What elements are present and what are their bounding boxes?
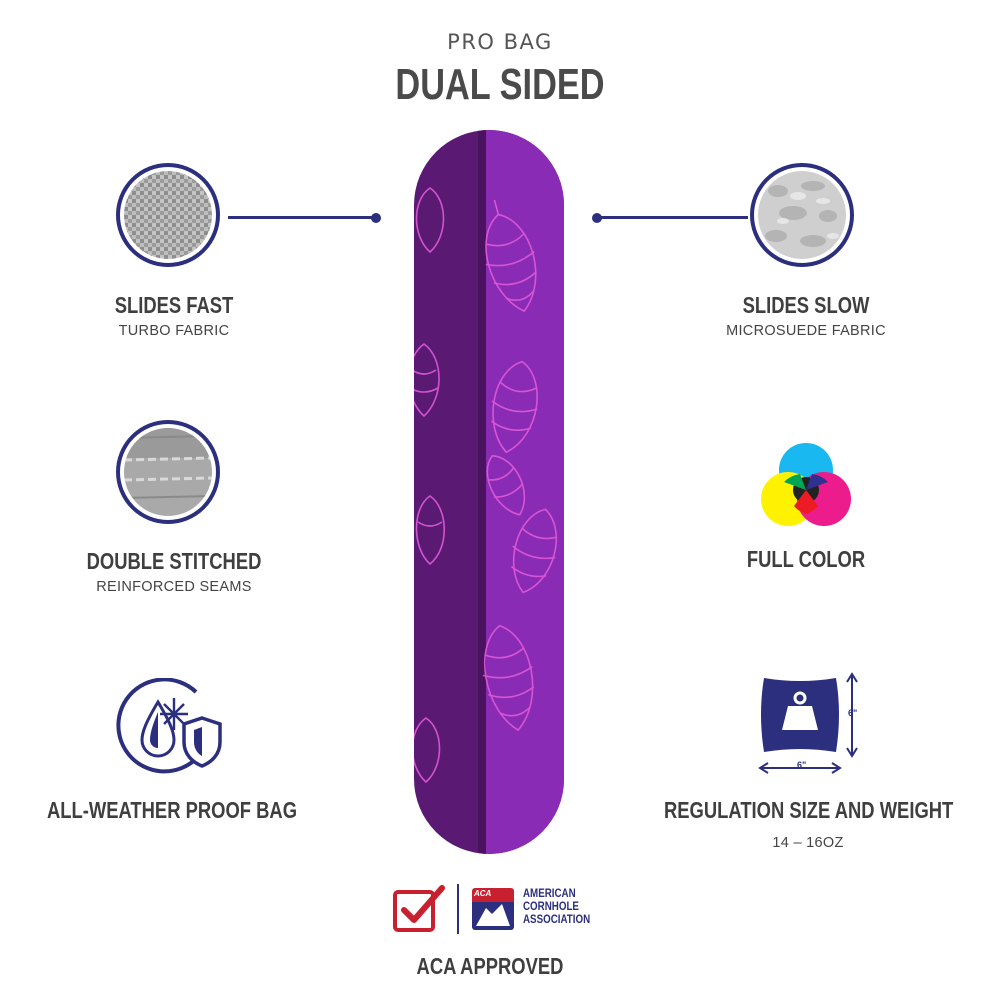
left-connector-line [228,216,376,219]
aca-approved-caption: ACA APPROVED [416,953,564,979]
right-connector-line [598,216,748,219]
divider [457,884,459,934]
feature-subtitle-weight: 14 – 16OZ [772,835,844,851]
feature-title-full-color: FULL COLOR [746,546,866,572]
microsuede-fabric-icon [750,163,854,267]
feature-title-all-weather: ALL-WEATHER PROOF BAG [46,797,298,823]
left-connector-dot [371,213,381,223]
width-dimension-label: 6" [797,760,807,770]
feature-subtitle-microsuede-fabric: MICROSUEDE FABRIC [726,323,886,339]
page-title: DUAL SIDED [395,60,605,109]
aca-org-name: AMERICAN CORNHOLE ASSOCIATION [523,888,590,927]
aca-org-line-2: CORNHOLE [523,901,579,913]
feature-subtitle-turbo-fabric: TURBO FABRIC [118,323,230,339]
aca-badge-text: ACA [474,889,492,898]
aca-logo [472,888,514,930]
feature-title-slides-fast: SLIDES FAST [114,292,234,318]
feature-title-regulation: REGULATION SIZE AND WEIGHT [664,797,954,823]
color-wheel-icon [760,442,852,533]
aca-org-line-3: ASSOCIATION [523,914,591,926]
feature-title-slides-slow: SLIDES SLOW [742,292,870,318]
right-connector-dot [592,213,602,223]
product-bag-image [410,128,568,856]
weather-shield-icon [116,677,226,783]
stitched-seam-icon [116,420,220,524]
height-dimension-label: 6" [848,708,858,718]
feature-title-double-stitched: DOUBLE STITCHED [86,548,262,574]
bag-weight-icon [758,672,868,783]
turbo-fabric-icon [116,163,220,267]
header-eyebrow: PRO BAG [447,30,553,54]
checkmark-icon [392,884,448,939]
aca-org-line-1: AMERICAN [523,888,576,900]
feature-subtitle-reinforced-seams: REINFORCED SEAMS [96,579,252,595]
